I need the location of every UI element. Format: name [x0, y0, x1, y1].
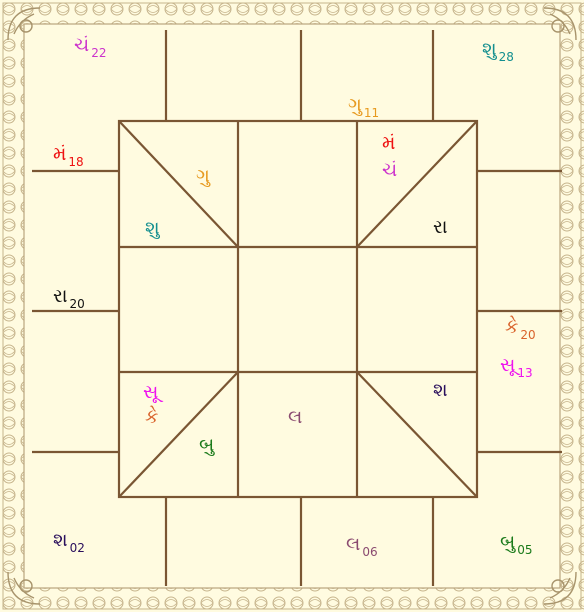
planet-glyph: લ: [346, 533, 360, 555]
outer-label-top-left: ચં22: [74, 36, 106, 55]
degree: 18: [68, 155, 83, 169]
planet-glyph: બુ: [500, 531, 515, 553]
planet-glyph: ગુ: [348, 94, 362, 116]
house-label-top-right-a: મં: [382, 134, 395, 153]
planet-glyph: ચં: [74, 34, 89, 56]
degree: 13: [517, 366, 532, 380]
house-label-top-left-a: ગુ: [196, 167, 210, 186]
degree: 22: [91, 46, 106, 60]
degree: 06: [362, 545, 377, 559]
degree: 05: [517, 543, 532, 557]
house-label-top-right-c: રા: [433, 218, 447, 237]
outer-label-right-upper: કે20: [505, 318, 536, 337]
outer-label-left-middle: રા20: [53, 287, 85, 306]
planet-glyph: શુ: [482, 38, 497, 60]
corner-ornaments: [8, 8, 576, 604]
degree: 20: [69, 297, 84, 311]
house-label-bottom-left-b: કે: [145, 408, 158, 427]
degree: 02: [70, 541, 85, 555]
grid-lines: [32, 30, 562, 586]
house-label-bottom-right: શ: [433, 381, 448, 400]
planet-glyph: કે: [505, 316, 518, 338]
outer-label-top-center: ગુ11: [348, 96, 379, 115]
planet-glyph: શ: [53, 529, 68, 551]
degree: 20: [520, 328, 535, 342]
house-label-bottom-left-a: સૂ: [143, 383, 158, 402]
house-label-top-right-b: ચં: [382, 161, 397, 180]
outer-label-bottom-right: બુ05: [500, 533, 533, 552]
degree: 28: [499, 50, 514, 64]
outer-label-top-right: શુ28: [482, 40, 514, 59]
outer-label-right-lower: સૂ13: [500, 356, 533, 375]
planet-glyph: રા: [53, 285, 67, 307]
planet-glyph: મં: [53, 143, 66, 165]
house-label-bottom-left-c: બુ: [199, 436, 214, 455]
house-label-bottom-center: લ: [288, 408, 302, 427]
outer-label-left-upper: મં18: [53, 145, 84, 164]
degree: 11: [364, 106, 379, 120]
planet-glyph: સૂ: [500, 354, 515, 376]
house-label-top-left-b: શુ: [145, 219, 160, 238]
